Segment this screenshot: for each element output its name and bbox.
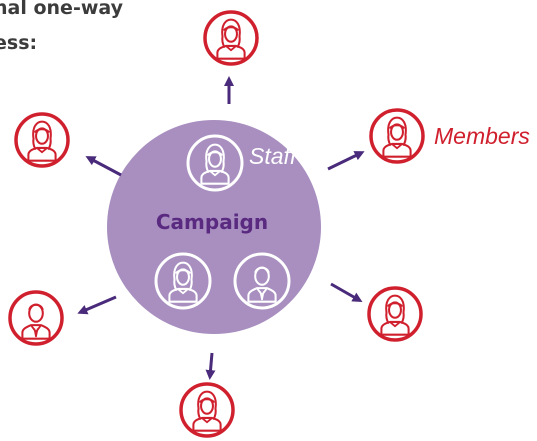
heading-line-1: nal one-way — [0, 0, 124, 19]
member-avatar-bottom — [179, 382, 235, 438]
member-avatar-upper-right — [369, 108, 425, 164]
member-avatar-lower-right — [367, 286, 423, 342]
arrow-lower-right — [330, 282, 363, 302]
staff-label: Staff — [249, 143, 299, 169]
arrow-down — [205, 352, 216, 380]
member-avatar-lower-left — [8, 290, 64, 346]
campaign-label: Campaign — [156, 210, 268, 234]
arrows — [77, 76, 365, 380]
member-avatar-upper-left — [14, 112, 70, 168]
staff-avatar — [186, 134, 244, 192]
inner-member-avatar-left — [154, 252, 212, 310]
members-label: Members — [434, 123, 530, 149]
arrow-lower-left — [77, 295, 117, 315]
arrow-upper-right — [327, 151, 365, 171]
heading-line-2: ess: — [0, 32, 37, 54]
arrow-upper-left — [85, 156, 122, 177]
member-avatar-top — [203, 10, 259, 66]
inner-member-avatar-right — [233, 252, 291, 310]
